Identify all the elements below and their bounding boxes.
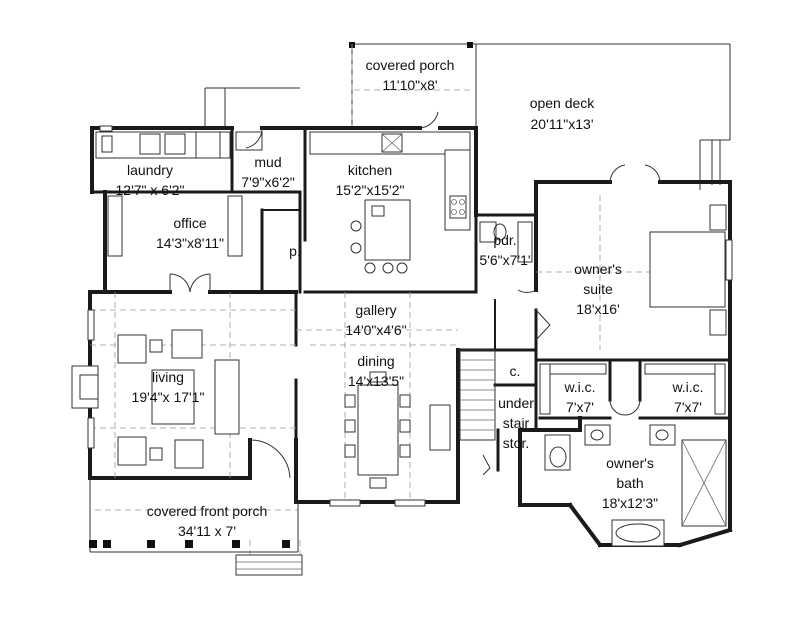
owners-bath-label: owner's: [606, 455, 654, 471]
kitchen-island: [350, 199, 411, 274]
laundry-size: 12'7" x 6'2": [116, 182, 185, 198]
closet-shelving: [539, 363, 726, 416]
living-furniture: [71, 329, 291, 479]
owners-bath-label-2: bath: [616, 475, 643, 491]
interior-walls: [230, 126, 732, 472]
covered-porch-size: 11'10"x8': [382, 77, 437, 93]
open-deck-size: 20'11"x13': [531, 116, 594, 132]
closet-label: c.: [510, 363, 521, 379]
staircase: [459, 349, 496, 476]
wic-right-size: 7'x7': [674, 399, 702, 415]
powder-fixtures: [479, 221, 537, 293]
under-stair-label-1: under: [498, 395, 534, 411]
gallery-size: 14'0"x4'6": [345, 322, 406, 338]
under-stair-label-2: stair: [503, 415, 530, 431]
dining-label: dining: [357, 353, 394, 369]
wic-right-label: w.i.c.: [671, 379, 703, 395]
kitchen-size: 15'2"x15'2": [335, 182, 404, 198]
owners-bath-fixtures: [544, 424, 727, 547]
dining-furniture: [344, 371, 451, 489]
room-labels: covered porch 11'10"x8' open deck 20'11"…: [116, 57, 704, 539]
pantry-label: p.: [289, 243, 301, 259]
wic-left-label: w.i.c.: [563, 379, 595, 395]
laundry-counters: [95, 127, 263, 159]
under-stair-label-3: stor.: [503, 435, 529, 451]
front-porch-posts: [89, 478, 303, 576]
office-size: 14'3"x8'11": [156, 235, 224, 251]
front-porch-label: covered front porch: [147, 503, 268, 519]
owners-suite-label-2: suite: [583, 281, 613, 297]
wic-left-size: 7'x7': [566, 399, 594, 415]
covered-porch-label: covered porch: [366, 57, 455, 73]
office-details: [107, 195, 243, 293]
powder-size: 5'6"x7'1': [479, 252, 530, 268]
open-deck-label: open deck: [530, 95, 596, 111]
owners-suite-furniture: [535, 164, 727, 341]
laundry-label: laundry: [127, 162, 173, 178]
kitchen-label: kitchen: [348, 162, 392, 178]
office-label: office: [173, 215, 206, 231]
powder-label: pdr.: [493, 232, 516, 248]
exterior-walls: [88, 126, 733, 548]
living-label: living: [152, 369, 184, 385]
living-size: 19'4"x 17'1": [132, 389, 205, 405]
owners-suite-label: owner's: [574, 261, 622, 277]
owners-suite-size: 18'x16': [576, 301, 620, 317]
owners-bath-size: 18'x12'3": [602, 495, 658, 511]
mud-label: mud: [254, 154, 281, 170]
gallery-label: gallery: [355, 302, 396, 318]
windows: [87, 125, 733, 507]
dining-size: 14'x13'5": [348, 373, 404, 389]
mud-size: 7'9"x6'2": [241, 174, 294, 190]
front-porch-size: 34'11 x 7': [178, 523, 236, 539]
kitchen-cabinets: [309, 111, 471, 231]
